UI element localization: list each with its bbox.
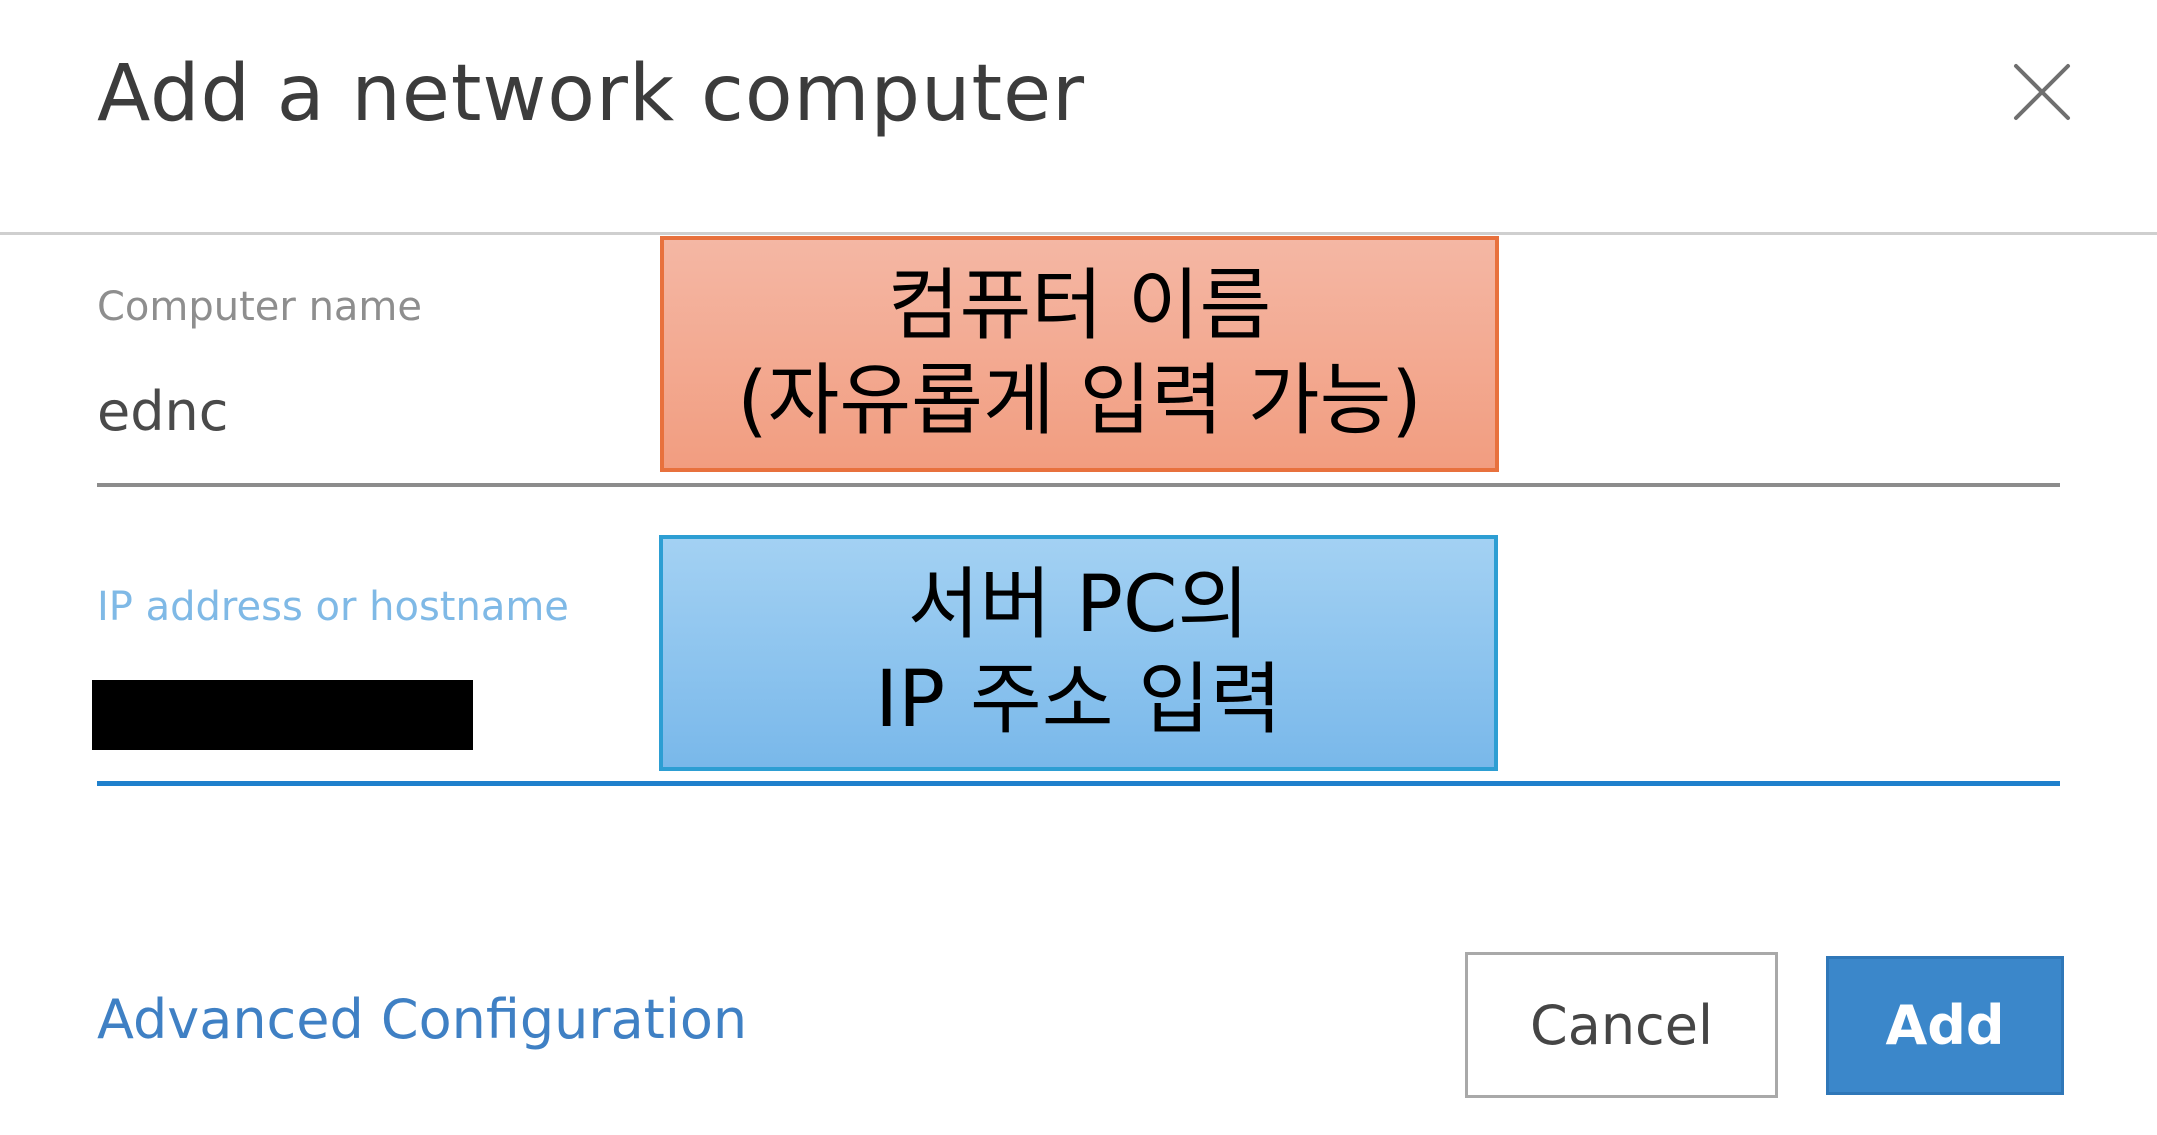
- computer-name-underline: [97, 483, 2060, 487]
- computer-name-callout-line1: 컴퓨터 이름: [887, 260, 1272, 351]
- cancel-button[interactable]: Cancel: [1465, 952, 1778, 1098]
- computer-name-label: Computer name: [97, 284, 422, 330]
- dialog-title: Add a network computer: [97, 49, 1086, 139]
- computer-name-callout: 컴퓨터 이름 (자유롭게 입력 가능): [660, 236, 1499, 472]
- ip-address-label: IP address or hostname: [97, 584, 569, 630]
- ip-address-callout: 서버 PC의 IP 주소 입력: [659, 535, 1498, 771]
- ip-address-callout-line2: IP 주소 입력: [875, 655, 1282, 745]
- close-button[interactable]: [2010, 60, 2074, 124]
- header-divider: [0, 232, 2157, 235]
- computer-name-callout-line2: (자유롭게 입력 가능): [737, 356, 1422, 446]
- ip-address-callout-line1: 서버 PC의: [907, 559, 1250, 650]
- ip-address-focus-underline: [97, 781, 2060, 786]
- add-button[interactable]: Add: [1826, 956, 2064, 1095]
- close-icon: [2014, 64, 2070, 120]
- advanced-configuration-link[interactable]: Advanced Configuration: [97, 988, 748, 1051]
- ip-address-input-redacted[interactable]: [92, 680, 473, 750]
